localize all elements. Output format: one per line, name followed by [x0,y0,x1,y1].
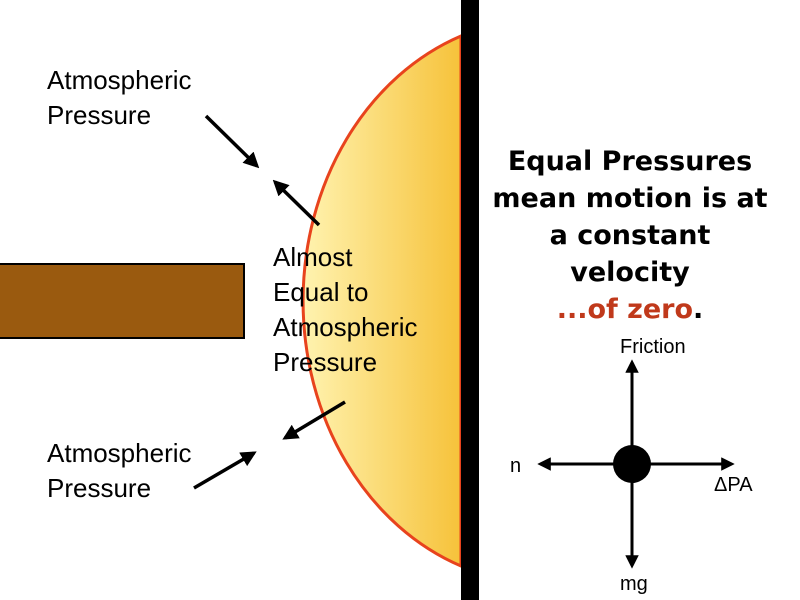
force-label-weight: mg [620,573,648,595]
wall [461,0,479,600]
inner-pressure-label-line-4: Pressure [273,347,378,377]
body-point [613,445,651,483]
pressure-arrow-top-outer [204,114,260,169]
pressure-arrow-bottom-inner [282,400,346,440]
headline-line-5: ...of zero. [480,291,780,328]
outer-pressure-label-top: Atmospheric Pressure [47,63,192,133]
headline-line-4: velocity [570,257,690,288]
headline: Equal Pressures mean motion is at a cons… [480,143,780,328]
plunger-handle [0,263,245,339]
pressure-arrow-bottom-outer [193,451,257,490]
force-label-friction: Friction [620,336,686,358]
inner-pressure-label-line-3: Atmospheric [273,312,418,342]
outer-pressure-label-top-line-1: Atmospheric [47,65,192,95]
headline-line-3: a constant [549,220,711,251]
outer-pressure-label-bottom-line-1: Atmospheric [47,438,192,468]
headline-emphasis: ...of zero [556,294,694,325]
inner-pressure-label-line-2: Equal to [273,277,369,307]
pressure-arrow-top-inner [272,179,321,227]
outer-pressure-label-top-line-2: Pressure [47,100,152,130]
outer-pressure-label-bottom: Atmospheric Pressure [47,436,192,506]
headline-emphasis-suffix: . [693,294,704,325]
headline-line-2: mean motion is at [492,183,768,214]
outer-pressure-label-bottom-line-2: Pressure [47,473,152,503]
force-label-pressure-force: ΔPA [714,474,753,496]
headline-line-1: Equal Pressures [507,146,753,177]
suction-cup [301,33,463,569]
force-label-normal: n [510,455,522,477]
inner-pressure-label: Almost Equal to Atmospheric Pressure [273,240,418,380]
inner-pressure-label-line-1: Almost [273,242,353,272]
